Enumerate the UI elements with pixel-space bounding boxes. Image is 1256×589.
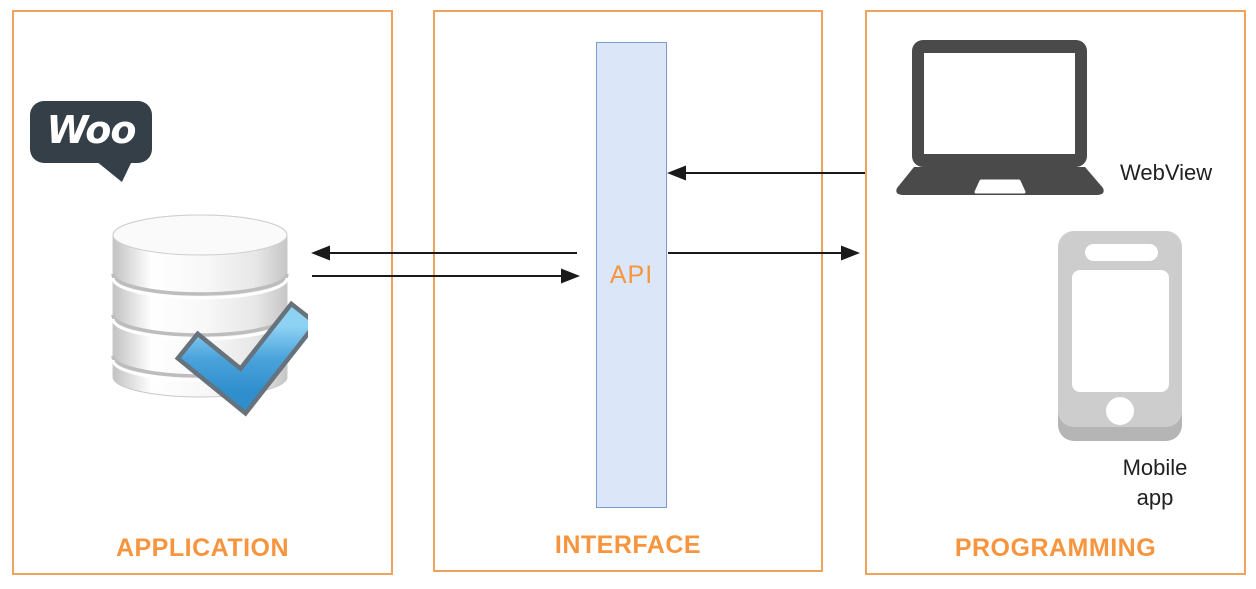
api-label: API <box>609 260 654 289</box>
application-column-label: APPLICATION <box>115 534 290 562</box>
programming-column-label: PROGRAMMING <box>954 534 1157 562</box>
checkmark-icon <box>174 300 308 417</box>
smartphone-icon <box>1058 231 1182 441</box>
webview-label: WebView <box>1120 160 1213 185</box>
interface-column-box: INTERFACE <box>433 10 823 572</box>
database-checkmark-graphic <box>111 214 308 417</box>
woo-logo-text: Woo <box>46 108 136 152</box>
api-bar: API <box>596 42 667 508</box>
mobile-app-label-line2: app <box>1136 485 1174 510</box>
mobile-app-label-line1: Mobile <box>1122 455 1188 480</box>
application-column-box: APPLICATION <box>12 10 393 575</box>
interface-column-label: INTERFACE <box>554 531 702 559</box>
mobile-app-label: Mobile app <box>1093 453 1217 513</box>
arrowhead-right-bottom <box>841 245 860 261</box>
woo-logo: Woo <box>30 101 152 182</box>
programming-column-box: PROGRAMMING <box>865 10 1246 575</box>
laptop-icon <box>896 40 1104 195</box>
